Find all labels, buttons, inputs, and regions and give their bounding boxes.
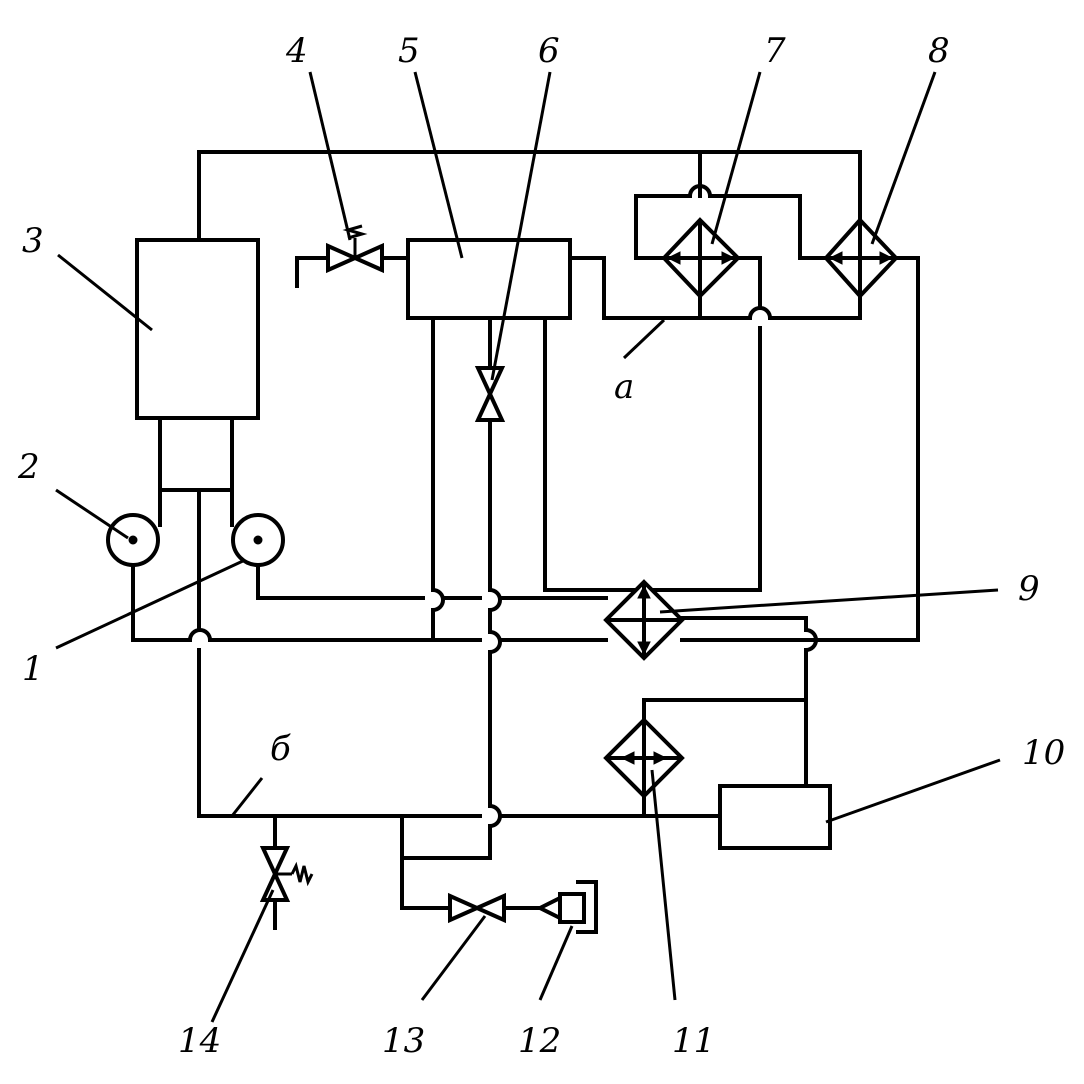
- pump-2-center: [128, 535, 138, 545]
- pipe-7-loop: [634, 194, 692, 260]
- pipe-pump-2: [131, 538, 192, 642]
- labels: 3 2 1 4 5 6 7 8 a 9 10 б 14 13 12 11: [17, 31, 1065, 1061]
- pipe-3-neck: [158, 416, 234, 492]
- tank-5: [406, 238, 572, 320]
- label-7: 7: [764, 31, 786, 71]
- pipe-7-return: [736, 256, 762, 310]
- exchanger-8: [823, 217, 899, 299]
- label-11: 11: [672, 1021, 715, 1061]
- pipe-7-return-down: [543, 316, 762, 592]
- nozzle-12: [535, 880, 598, 934]
- pipe-8-return: [680, 256, 920, 642]
- pipe-7-right: [708, 194, 828, 260]
- pipe-a-to-8: [768, 294, 862, 320]
- exchanger-7: [661, 217, 741, 299]
- valve-4: [326, 224, 384, 274]
- pipe-13: [400, 856, 452, 910]
- pipe-4: [295, 256, 330, 288]
- label-5: 5: [398, 31, 420, 71]
- label-3: 3: [22, 221, 44, 261]
- label-12: 12: [518, 1021, 561, 1061]
- label-13: 13: [382, 1021, 425, 1061]
- exchanger-11: [603, 717, 685, 799]
- valve-14: [259, 846, 314, 902]
- label-6: 6: [538, 31, 560, 71]
- pipe-a: [568, 256, 702, 320]
- jump-9-right: [803, 627, 818, 653]
- exchanger-9: [603, 579, 685, 661]
- valve-13: [448, 892, 506, 924]
- label-a: a: [614, 367, 634, 407]
- tank-3: [135, 238, 260, 420]
- jump-7-bridge: [687, 184, 713, 199]
- pipe-9-right: [680, 616, 808, 632]
- block-10: [718, 784, 832, 850]
- label-9: 9: [1018, 569, 1040, 609]
- label-1: 1: [22, 649, 44, 689]
- label-2: 2: [17, 447, 40, 487]
- label-b: б: [270, 729, 291, 769]
- label-4: 4: [285, 31, 308, 71]
- label-10: 10: [1022, 733, 1065, 773]
- pipelines: [131, 150, 920, 930]
- pump-1-center: [253, 535, 263, 545]
- top-pipe: [197, 150, 862, 242]
- leaders: [55, 71, 1001, 1023]
- valve-6: [474, 366, 506, 422]
- label-14: 14: [178, 1021, 221, 1061]
- pipe-11-top: [642, 698, 808, 722]
- pipe-13-loop: [400, 814, 492, 860]
- label-8: 8: [928, 31, 950, 71]
